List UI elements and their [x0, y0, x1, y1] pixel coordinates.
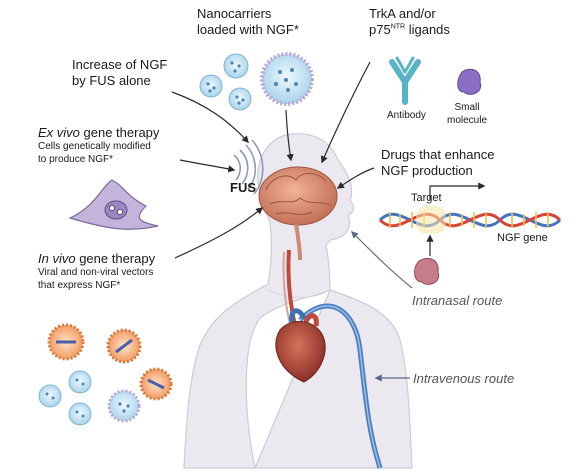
modified-cell-icon — [68, 179, 159, 230]
trk-ntr-sup: NTR — [390, 23, 406, 31]
antibody-label: Antibody — [387, 110, 426, 121]
arrow-intranasal — [350, 230, 413, 289]
fus-alone-line1: Increase of NGF — [72, 57, 168, 72]
intravenous-label: Intravenous route — [413, 371, 515, 386]
arrow-exvivo — [179, 159, 236, 173]
arrow-drugs — [336, 167, 375, 189]
drugs-line1: Drugs that enhance — [381, 147, 495, 162]
fus-waves — [233, 139, 264, 195]
arrows — [171, 61, 375, 259]
intranasal-label: Intranasal route — [412, 293, 503, 308]
nanocarriers-line1: Nanocarriers — [197, 6, 272, 21]
in-vivo-desc-line2: that express NGF* — [38, 279, 121, 291]
ex-vivo-rest: gene therapy — [79, 125, 160, 140]
in-vivo-title: In vivo gene therapy — [38, 251, 155, 267]
arrow-nanocarriers — [285, 109, 294, 162]
target-label: Target — [411, 192, 442, 204]
nanocarriers-group — [199, 52, 314, 111]
fus-alone-label: Increase of NGF by FUS alone — [72, 57, 167, 90]
ngf-gene-label: NGF gene — [497, 232, 548, 244]
small-molecule-line1: Small — [454, 102, 480, 113]
ex-vivo-desc-line1: Cells genetically modified — [38, 141, 151, 153]
small-molecule-label: Small molecule — [447, 102, 487, 127]
nanocarriers-line2: loaded with NGF* — [197, 22, 299, 38]
drugs-label: Drugs that enhance NGF production — [381, 147, 494, 180]
trk-ligands-word: ligands — [405, 22, 450, 38]
fus-label: FUS — [230, 180, 256, 195]
arrow-trk — [321, 61, 371, 164]
arrow-invivo — [174, 207, 264, 259]
fus-alone-line2: by FUS alone — [72, 73, 151, 89]
in-vivo-desc-line1: Viral and non-viral vectors — [38, 267, 154, 279]
route-arrows — [350, 230, 413, 382]
ex-vivo-desc-line2: to produce NGF* — [38, 153, 114, 165]
nanocarriers-label: Nanocarriers loaded with NGF* — [197, 6, 299, 39]
trk-p75: p75 — [369, 22, 391, 38]
trk-line1: TrkA and/or — [369, 6, 436, 21]
in-vivo-label: In vivo gene therapy Viral and non-viral… — [38, 251, 155, 292]
viral-vector-group — [38, 323, 173, 426]
antibody-icon — [389, 56, 421, 105]
brain — [258, 166, 338, 261]
ex-vivo-title: Ex vivo gene therapy — [38, 125, 159, 141]
dna-helix — [378, 182, 562, 256]
arrow-fus — [171, 91, 249, 144]
small-molecule-icon — [457, 68, 482, 95]
trk-line2: p75NTR ligands — [369, 22, 450, 38]
ex-vivo-italic: Ex vivo — [38, 125, 80, 140]
heart — [275, 308, 326, 383]
trk-ligands-label: TrkA and/or p75NTR ligands — [369, 6, 450, 39]
in-vivo-rest: gene therapy — [75, 251, 156, 266]
small-molecule-line2: molecule — [447, 114, 488, 126]
drug-molecule-icon — [414, 257, 440, 285]
ex-vivo-label: Ex vivo gene therapy Cells genetically m… — [38, 125, 159, 166]
drugs-line2: NGF production — [381, 163, 473, 179]
in-vivo-italic: In vivo — [38, 251, 76, 266]
